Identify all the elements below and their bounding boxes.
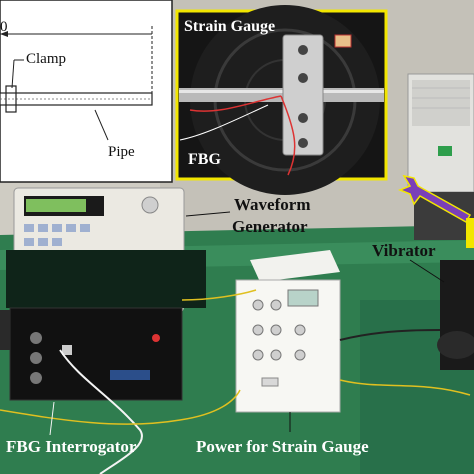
power-supply-knob [270, 349, 282, 361]
vibrator-device [437, 218, 474, 370]
schematic-inset [0, 0, 173, 183]
yellow-fiber-right [339, 379, 471, 396]
power-supply-knob [270, 299, 282, 311]
interrogator-port [30, 372, 42, 384]
generator-key [24, 238, 34, 246]
vibrator-highlight [466, 218, 474, 248]
power-supply-knob [270, 324, 282, 336]
vibrator-leader-line [409, 259, 445, 283]
power-supply-knob [294, 349, 306, 361]
bolt-2 [298, 73, 308, 83]
purple-arrow [397, 174, 472, 224]
interrogator-badge [110, 370, 150, 380]
interrogator-top [6, 250, 206, 308]
schematic-frame [0, 0, 173, 183]
callout-arrow [397, 174, 472, 224]
power-supply-knob [252, 349, 264, 361]
amplifier-indicator [438, 146, 452, 156]
generator-display-text [26, 199, 86, 212]
amplifier-vent [412, 80, 470, 126]
dimension-label: 0 [0, 19, 8, 35]
interrogator-leader-line [49, 401, 55, 436]
waveform-generator-label-line1: Waveform [234, 195, 311, 214]
fbg-interrogator-label: FBG Interrogator [6, 437, 137, 456]
interrogator-port [30, 332, 42, 344]
generator-key [52, 238, 62, 246]
power-supply-top [250, 250, 340, 282]
power-supply-display [287, 289, 319, 307]
power-supply-knob [252, 324, 264, 336]
power-supply-knob [294, 324, 306, 336]
yellow-fiber [0, 389, 241, 425]
power-for-strain-gauge-label: Power for Strain Gauge [196, 437, 369, 456]
vibrator-base [437, 331, 474, 359]
pipe-highlight [179, 90, 384, 93]
interrogator-connector [62, 345, 72, 355]
strain-gauge-photo [334, 34, 352, 48]
white-cable [59, 349, 143, 474]
interrogator-port [30, 352, 42, 364]
bolt-3 [298, 113, 308, 123]
generator-knob [141, 196, 159, 214]
clamp-label: Clamp [26, 51, 66, 67]
clamp-drawing [5, 85, 17, 113]
power-supply-knob [252, 299, 264, 311]
dimension-arrow [0, 31, 8, 37]
strain-gauge-label: Strain Gauge [184, 18, 276, 35]
fbg-interrogator [0, 250, 206, 401]
generator-key [52, 224, 62, 232]
bolt-1 [298, 45, 308, 55]
generator-key [38, 238, 48, 246]
clamp-photo [282, 34, 324, 156]
closeup-inset [175, 5, 388, 195]
red-wire [189, 95, 282, 112]
black-cable [339, 329, 441, 341]
generator-key [80, 224, 90, 232]
pipe-label: Pipe [108, 144, 135, 160]
strain-gauge-power-supply [235, 250, 341, 413]
generator-key [66, 224, 76, 232]
fbg-label: FBG [188, 151, 221, 168]
red-wire-lower [280, 95, 296, 176]
fbg-fiber-photo [179, 104, 269, 141]
interrogator-led [152, 334, 160, 342]
generator-leader-line [185, 211, 231, 217]
pipe-leader [94, 109, 109, 141]
clamp-leader-tail [11, 59, 15, 89]
generator-key [24, 224, 34, 232]
generator-key [38, 224, 48, 232]
side-equipment [0, 310, 10, 350]
vibrator-label: Vibrator [372, 241, 436, 260]
fiber-to-power [181, 289, 257, 301]
waveform-generator-label-line2: Generator [232, 217, 308, 236]
power-supply-switch [261, 377, 279, 387]
bolt-4 [298, 138, 308, 148]
